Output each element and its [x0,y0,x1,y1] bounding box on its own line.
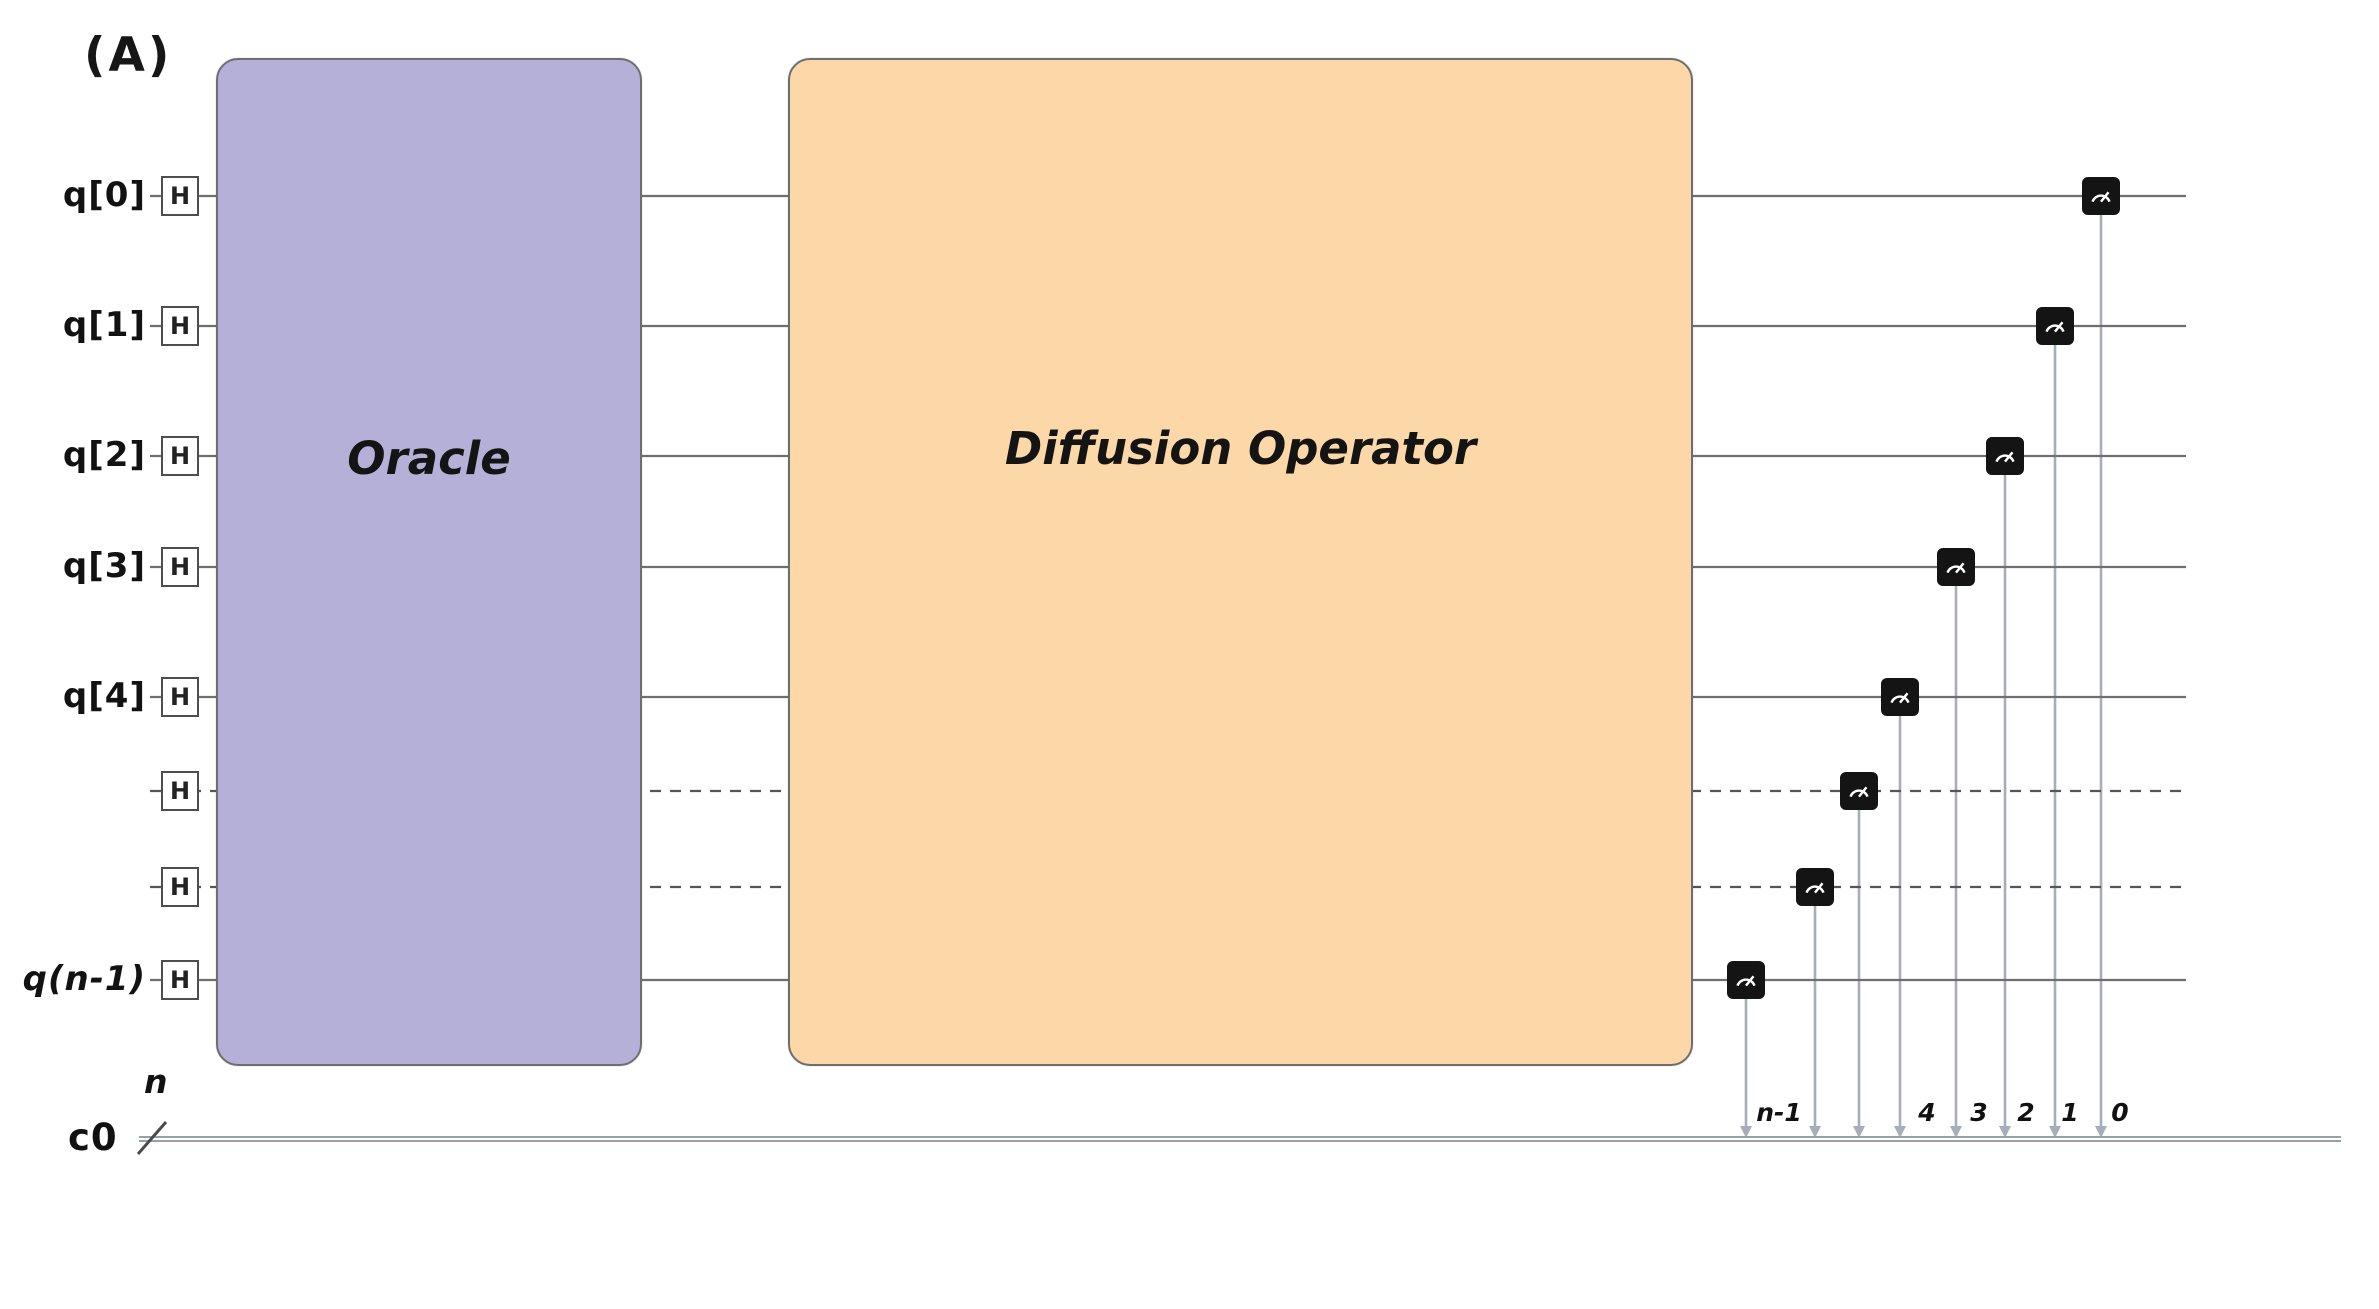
hadamard-gate: H [161,547,199,587]
measurement-arrowhead [1999,1126,2011,1138]
meter-icon [1736,975,1756,987]
measurement-arrowhead [2095,1126,2107,1138]
meter-icon [2091,191,2111,203]
hadamard-gate: H [161,176,199,216]
meter-icon [2045,321,2065,333]
measure-gate [1840,772,1878,810]
measurement-arrowhead [1853,1126,1865,1138]
measure-gate [1727,961,1765,999]
measurement-arrowhead [1740,1126,1752,1138]
measure-gate [1796,868,1834,906]
hadamard-gate: H [161,960,199,1000]
bus-width-slash [136,1121,168,1155]
qubit-label: q[1] [62,305,146,346]
meter-icon [1849,786,1869,798]
bit-index-label: n-1 [1756,1098,1802,1127]
bit-index-label: 4 [1918,1098,1936,1127]
meter-icon [1946,562,1966,574]
hadamard-gate: H [161,677,199,717]
bit-index-label: 0 [2111,1098,2129,1127]
qubit-label: q(n-1) [22,959,146,1000]
diffusion-operator-box: Diffusion Operator [788,58,1693,1066]
classical-register-label: c0 [68,1115,118,1159]
bus-width-label: n [144,1062,168,1101]
qubit-label: q[3] [62,546,146,587]
measurement-arrowhead [2049,1126,2061,1138]
bit-index-label: 3 [1970,1098,1988,1127]
measurement-arrowhead [1809,1126,1821,1138]
hadamard-gate: H [161,867,199,907]
measure-gate [1881,678,1919,716]
measure-gate [2082,177,2120,215]
measurement-arrowhead [1950,1126,1962,1138]
bit-index-label: 1 [2061,1098,2079,1127]
oracle-box: Oracle [216,58,642,1066]
panel-label: (A) [84,28,173,83]
meter-icon [1805,882,1825,894]
meter-icon [1890,692,1910,704]
hadamard-gate: H [161,436,199,476]
measure-gate [1986,437,2024,475]
hadamard-gate: H [161,771,199,811]
measure-gate [2036,307,2074,345]
qubit-label: q[4] [62,676,146,717]
qubit-label: q[2] [62,435,146,476]
hadamard-gate: H [161,306,199,346]
bit-index-label: 2 [2017,1098,2035,1127]
qubit-label: q[0] [62,175,146,216]
oracle-label: Oracle [347,432,511,485]
meter-icon [1995,451,2015,463]
measurement-arrowhead [1894,1126,1906,1138]
measure-gate [1937,548,1975,586]
diffusion-operator-label: Diffusion Operator [1004,422,1477,475]
